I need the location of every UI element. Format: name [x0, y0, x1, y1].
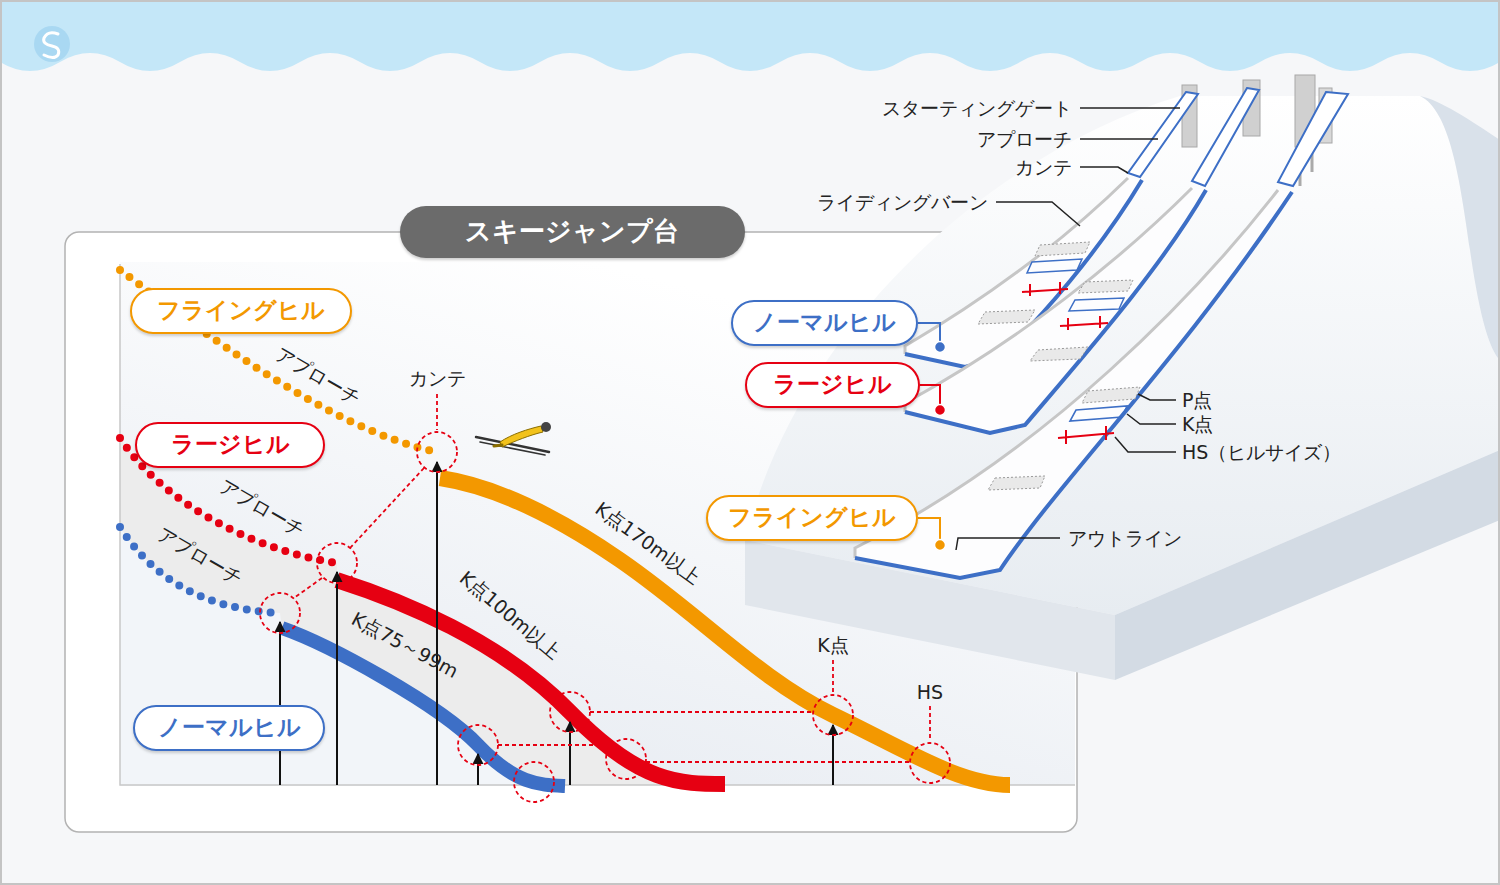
leader-line [1127, 414, 1176, 424]
pill-text: ラージヒル [171, 431, 290, 459]
logo-mark [44, 33, 59, 58]
jumper-body [500, 426, 543, 447]
part-label: ライディングバーン [817, 191, 988, 214]
pill-text: フライングヒル [728, 504, 896, 532]
guide-line [832, 660, 834, 693]
slope-marking [1078, 280, 1133, 293]
title-text: スキージャンプ台 [465, 216, 679, 247]
guide-line [646, 761, 910, 763]
guide-line [294, 578, 322, 598]
part-label: スターティングゲート [882, 97, 1072, 120]
guide-line [436, 394, 438, 430]
hill-dot [935, 405, 946, 416]
k-point-marking [1069, 298, 1124, 311]
pill-leader [918, 518, 940, 542]
slope-marking [978, 310, 1035, 324]
leader-line [956, 538, 1060, 550]
leader-line [1115, 437, 1176, 452]
hill-label-pill: フライングヒル [706, 495, 918, 541]
p-point-marking [1082, 387, 1140, 403]
normal-approach-profile [120, 527, 280, 613]
part-label: HS [917, 681, 943, 704]
leader-line [1080, 138, 1158, 140]
ski-jumper-figure [476, 422, 551, 455]
part-label: カンテ [409, 367, 466, 390]
hill-label-pill: ラージヒル [745, 362, 920, 408]
logo-mark [34, 26, 70, 62]
slope-marking [1035, 242, 1090, 256]
slope-edge [855, 190, 1278, 558]
part-label: P点 [1182, 389, 1212, 412]
leader-line [996, 202, 1080, 226]
hs-marker [514, 762, 554, 802]
slope-outline [855, 192, 1292, 578]
landing-slope [855, 190, 1292, 578]
large-hill-area [120, 438, 725, 785]
guide-line [590, 711, 813, 713]
jumper-helmet [541, 422, 551, 432]
height-arrow [832, 725, 834, 785]
hs-marking [1022, 282, 1068, 296]
pill-leader [918, 323, 940, 344]
hs-marker [910, 743, 950, 783]
pill-text: ノーマルヒル [753, 309, 896, 337]
height-arrow [436, 462, 438, 785]
hill-label-pill: ラージヒル [135, 422, 325, 468]
pill-text: ラージヒル [773, 371, 892, 399]
pill-text: フライングヒル [157, 297, 325, 325]
height-arrow [477, 754, 479, 785]
hill-label-pill: ノーマルヒル [133, 705, 325, 751]
pill-text: ノーマルヒル [158, 714, 301, 742]
leader-lines [956, 108, 1180, 550]
part-label: HS（ヒルサイズ） [1182, 441, 1341, 464]
k-point-marker [458, 725, 498, 765]
guide-line [350, 468, 424, 548]
hill-label-pill: ノーマルヒル [731, 300, 918, 346]
pill-leader [920, 385, 940, 407]
approach-ramp [1192, 88, 1259, 186]
part-label: アウトライン [1068, 527, 1182, 550]
k-point-marking [1027, 259, 1082, 273]
guide-line [498, 744, 612, 746]
part-label: カンテ [1015, 156, 1072, 179]
slope-marking [1030, 347, 1088, 361]
approach-ramp [1278, 92, 1348, 186]
guide-line [929, 706, 931, 741]
snow-block-side [1420, 96, 1500, 360]
slope-marking [988, 476, 1045, 490]
snow-block-side [1115, 450, 1500, 680]
snow-edge [0, 53, 1500, 95]
leader-line [1138, 394, 1176, 400]
hill-dot [935, 540, 946, 551]
jumper-leg [494, 445, 502, 446]
kante-marker [317, 543, 357, 583]
hill-dot [935, 342, 946, 353]
approach-ramp [1128, 92, 1198, 177]
hill-label-pill: フライングヒル [130, 288, 352, 334]
part-label: アプローチ [977, 128, 1072, 151]
k-point-marker [813, 695, 853, 735]
height-arrow [336, 572, 338, 785]
leader-line [1080, 107, 1180, 109]
hs-marking [1058, 426, 1114, 444]
title-pill: スキージャンプ台 [400, 206, 745, 258]
k-point-marker [550, 692, 590, 732]
kante-marker [417, 432, 457, 472]
part-label: K点 [817, 634, 848, 657]
ski [480, 442, 545, 455]
slope-outline [905, 190, 1206, 433]
hs-marking [1060, 316, 1108, 330]
k-point-marking [1070, 406, 1127, 421]
kante-marker [260, 593, 300, 633]
part-label: K点 [1182, 413, 1213, 436]
height-arrow [279, 622, 281, 785]
leader-line [1080, 167, 1128, 173]
landing-slope [905, 188, 1206, 433]
